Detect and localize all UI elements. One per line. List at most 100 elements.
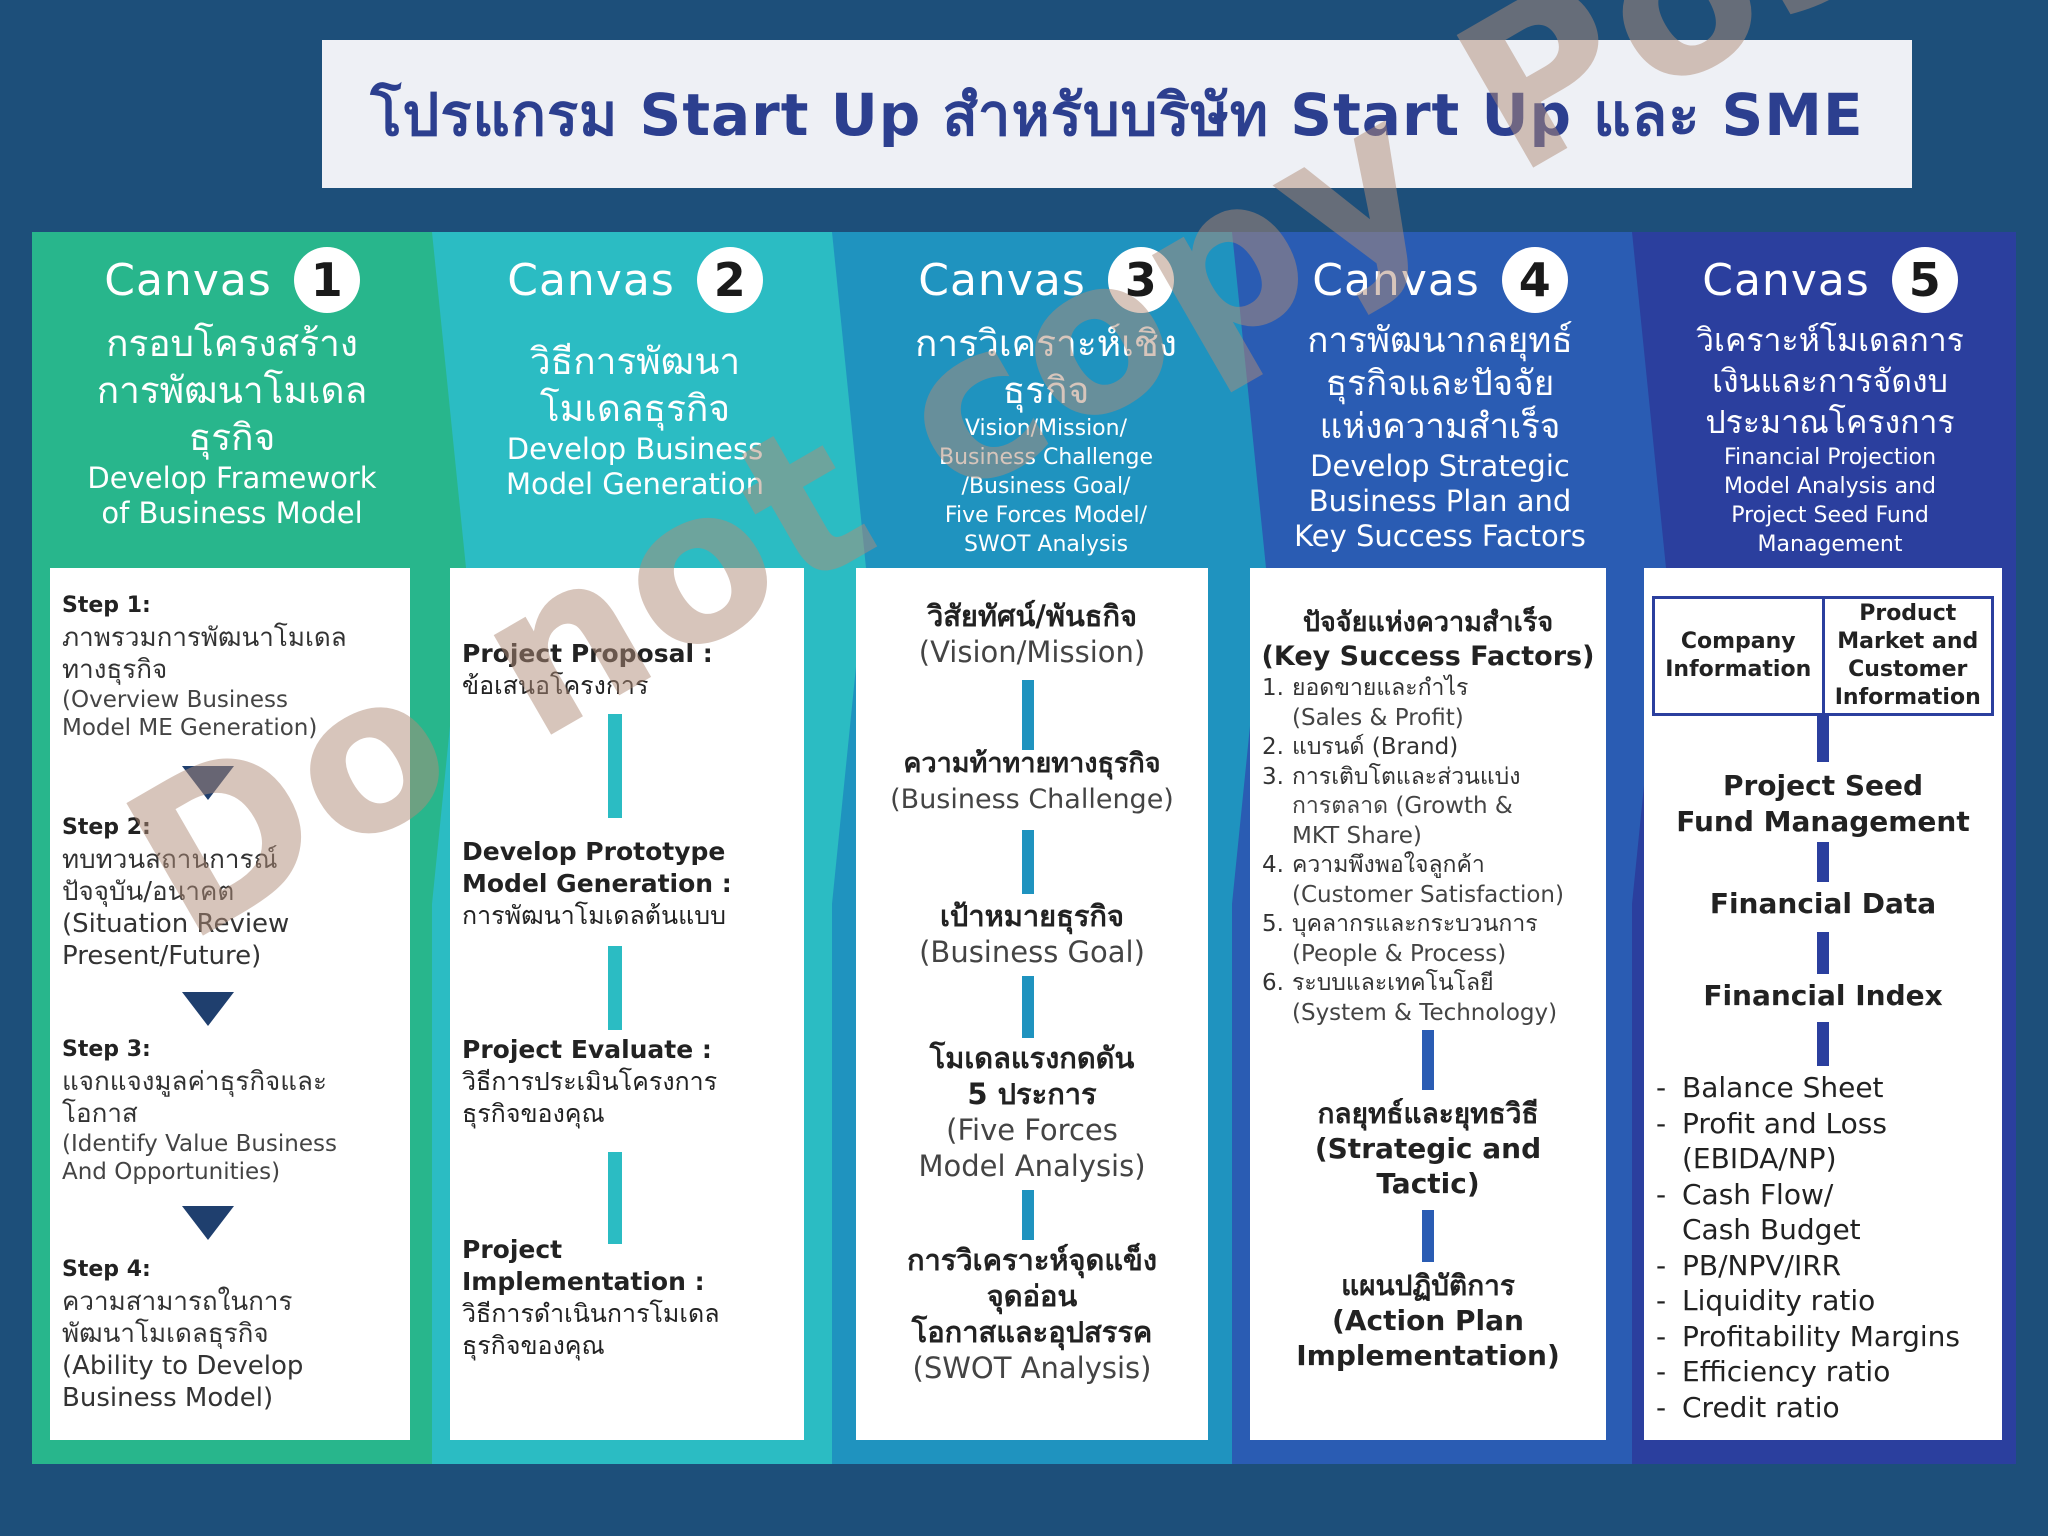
connector-line	[1422, 1210, 1434, 1262]
item-number: 3.	[1262, 763, 1284, 790]
step-text-en: And Opportunities)	[62, 1159, 281, 1185]
item-text: บุคลากรและกระบวนการ	[1292, 911, 1538, 937]
item-text: การเติบโตและส่วนแบ่ง	[1292, 763, 1521, 790]
canvas-en-title: of Business Model	[101, 496, 363, 530]
step-text: พัฒนาโมเดลธุรกิจ	[62, 1319, 269, 1349]
item-en: MKT Share)	[1292, 822, 1422, 849]
heading-thai: ปัจจัยแห่งความสำเร็จ	[1302, 607, 1554, 638]
item-number: 4.	[1262, 852, 1284, 878]
financial-data: Financial Data	[1709, 887, 1937, 920]
connector-line	[1022, 830, 1034, 894]
list-item: -PB/NPV/IRR	[1656, 1248, 1842, 1282]
list-item: -Cash Flow/ Cash Budget	[1656, 1177, 1996, 1248]
item-thai: โมเดลแรงกดดัน	[929, 1041, 1135, 1075]
list-item: 1. ยอดขายและกำไร (Sales & Profit)	[1262, 674, 1602, 733]
connector-line	[1817, 1022, 1829, 1066]
canvas-en-title: Model Analysis and	[1723, 474, 1937, 499]
item-text: Profit and Loss	[1682, 1106, 1887, 1140]
item-en: (Five Forces	[946, 1113, 1118, 1147]
canvas-thai-title: การวิเคราะห์เชิง	[915, 322, 1177, 365]
canvas-thai-title: ธุรกิจและปัจจัย	[1325, 364, 1555, 404]
canvas-thai-title: กรอบโครงสร้าง	[106, 322, 358, 365]
item-text: Fund Management	[1676, 805, 1970, 838]
canvas-label: Canvas	[1702, 254, 1870, 306]
item-number: 6.	[1262, 970, 1284, 996]
step-text: โอกาส	[62, 1099, 138, 1129]
item-thai: โอกาสและอุปสรรค	[911, 1315, 1153, 1349]
item-thai: วิสัยทัศน์/พันธกิจ	[926, 599, 1138, 633]
canvas-thai-title: การพัฒนาโมเดล	[96, 369, 368, 412]
connector-line	[608, 1152, 622, 1244]
canvas-number-badge: 5	[1891, 247, 1958, 313]
item-text: ยอดขายและกำไร	[1292, 675, 1469, 701]
step-text: ทางธุรกิจ	[62, 655, 168, 685]
item-en: (Sales & Profit)	[1292, 704, 1464, 731]
item-text: (Action Plan	[1332, 1304, 1524, 1337]
step-text-en: (Identify Value Business	[62, 1131, 338, 1157]
item-text: Balance Sheet	[1682, 1071, 1884, 1104]
title-box: โปรแกรม Start Up สำหรับบริษัท Start Up แ…	[322, 40, 1912, 188]
project-proposal: Project Proposal : ข้อเสนอโครงการ	[462, 638, 792, 702]
canvas-4-panel: ปัจจัยแห่งความสำเร็จ (Key Success Factor…	[1250, 568, 1606, 1440]
canvas-2-panel: Project Proposal : ข้อเสนอโครงการ Develo…	[450, 568, 804, 1440]
connector-line	[1817, 842, 1829, 882]
canvas-en-title: Management	[1757, 532, 1903, 557]
item-text: Cash Budget	[1682, 1213, 1861, 1246]
list-item: -Liquidity ratio	[1656, 1284, 1876, 1317]
step-text: (Ability to Develop	[62, 1351, 304, 1381]
canvas-thai-title: การพัฒนากลยุทธ์	[1307, 321, 1573, 361]
item-thai: การวิเคราะห์จุดแข็ง	[906, 1243, 1158, 1277]
strategy-block: กลยุทธ์และยุทธวิธี (Strategic and Tactic…	[1250, 1096, 1606, 1201]
step-3: Step 3: แจกแจงมูลค่าธุรกิจและ โอกาส (Ide…	[62, 1034, 402, 1186]
cell-text: Company	[1680, 629, 1796, 654]
canvas-thai-title: ธุรกิจ	[1002, 369, 1090, 412]
item-en: การตลาด (Growth &	[1292, 793, 1513, 819]
step-text: แจกแจงมูลค่าธุรกิจและ	[62, 1067, 327, 1097]
canvas-en-title: SWOT Analysis	[963, 532, 1129, 557]
step-label: Step 4:	[62, 1257, 151, 1282]
product-market-information: Product Market and Customer Information	[1821, 599, 1992, 713]
item-text: แผนปฏิบัติการ	[1341, 1269, 1515, 1302]
item-text: ความพึงพอใจลูกค้า	[1292, 852, 1485, 878]
item-thai: ธุรกิจของคุณ	[462, 1331, 605, 1360]
item-text: ระบบและเทคโนโลยี	[1292, 970, 1494, 996]
canvas-en-title: Five Forces Model/	[944, 503, 1148, 528]
item-thai: เป้าหมายธุรกิจ	[940, 899, 1124, 933]
step-text: ภาพรวมการพัฒนาโมเดล	[62, 623, 347, 653]
canvas-label: Canvas	[104, 254, 272, 306]
item-en: (SWOT Analysis)	[912, 1351, 1152, 1385]
item-number: 1.	[1262, 675, 1284, 701]
canvas-en-title: Develop Business	[506, 432, 764, 466]
item-en: (People & Process)	[1292, 940, 1507, 967]
cell-text: Product	[1859, 601, 1957, 626]
business-goal: เป้าหมายธุรกิจ (Business Goal)	[856, 898, 1208, 970]
canvas-1-panel: Step 1: ภาพรวมการพัฒนาโมเดล ทางธุรกิจ (O…	[50, 568, 410, 1440]
item-thai: การพัฒนาโมเดลต้นแบบ	[462, 901, 726, 930]
item-number: 2.	[1262, 734, 1284, 760]
canvas-en-title: Financial Projection	[1723, 445, 1937, 470]
action-plan-block: แผนปฏิบัติการ (Action Plan Implementatio…	[1250, 1268, 1606, 1373]
step-2: Step 2: ทบทวนสถานการณ์ ปัจจุบัน/อนาคต (S…	[62, 812, 402, 972]
list-item: 6.ระบบและเทคโนโลยี (System & Technology)	[1262, 969, 1602, 1028]
cell-text: Market and	[1837, 629, 1979, 654]
project-seed-fund: Project Seed Fund Management	[1644, 768, 2002, 840]
canvas-thai-title: วิธีการพัฒนา	[529, 340, 741, 383]
connector-line	[608, 946, 622, 1030]
canvas-thai-title: วิเคราะห์โมเดลการ	[1696, 321, 1964, 359]
connector-line	[1022, 680, 1034, 750]
item-title: Project Proposal :	[462, 639, 713, 668]
list-item: -Efficiency ratio	[1656, 1355, 1891, 1388]
list-item: -Profit and Loss (EBIDA/NP)	[1656, 1106, 1996, 1177]
canvas-thai-title: ประมาณโครงการ	[1705, 403, 1955, 441]
item-title: Project Implementation :	[462, 1235, 705, 1296]
step-4: Step 4: ความสามารถในการ พัฒนาโมเดลธุรกิจ…	[62, 1254, 402, 1414]
item-text: PB/NPV/IRR	[1682, 1248, 1842, 1282]
canvas-label: Canvas	[1312, 254, 1480, 306]
connector-line	[1817, 932, 1829, 974]
step-text: ความสามารถในการ	[62, 1287, 293, 1317]
